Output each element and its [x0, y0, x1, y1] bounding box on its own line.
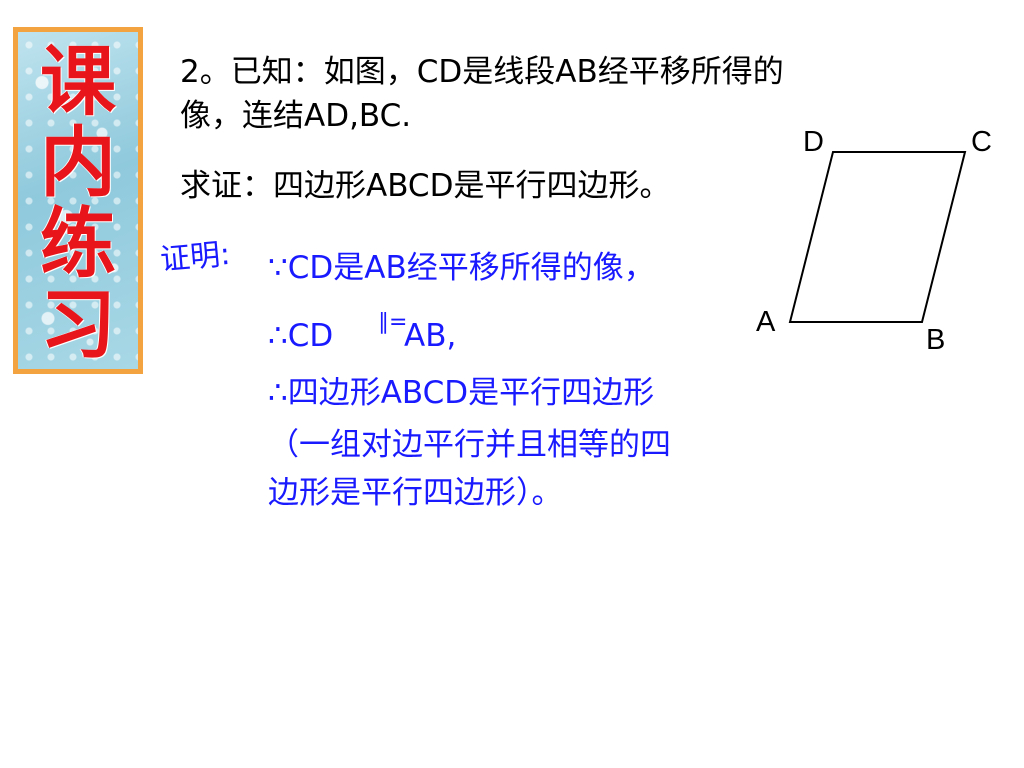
problem-line-1: 2。已知：如图，CD是线段AB经平移所得的 [180, 54, 784, 90]
parallel-equal-symbol: ∥= [378, 310, 408, 335]
banner-char-4: 习 [40, 280, 116, 369]
banner-char-1: 课 [40, 37, 116, 126]
proof-line-4: （一组对边平行并且相等的四 [268, 427, 671, 463]
vertex-label-b: B [926, 324, 946, 356]
problem-prove: 求证：四边形ABCD是平行四边形。 [180, 168, 671, 204]
parallelogram-abcd [788, 151, 967, 323]
proof-line-2b: AB, [404, 318, 457, 354]
proof-line-3: ∴四边形ABCD是平行四边形 [268, 375, 655, 411]
proof-line-5: 边形是平行四边形）。 [268, 475, 563, 511]
lesson-banner: 课 内 练 习 [13, 27, 143, 374]
proof-line-1: ∵CD是AB经平移所得的像， [268, 250, 655, 286]
proof-line-2a: ∴CD [268, 318, 334, 354]
banner-char-2: 内 [40, 118, 116, 207]
banner-char-3: 练 [40, 199, 116, 288]
problem-line-2: 像，连结AD,BC. [180, 98, 412, 134]
vertex-label-c: C [971, 126, 992, 158]
vertex-label-d: D [803, 126, 824, 158]
vertex-label-a: A [756, 306, 776, 338]
